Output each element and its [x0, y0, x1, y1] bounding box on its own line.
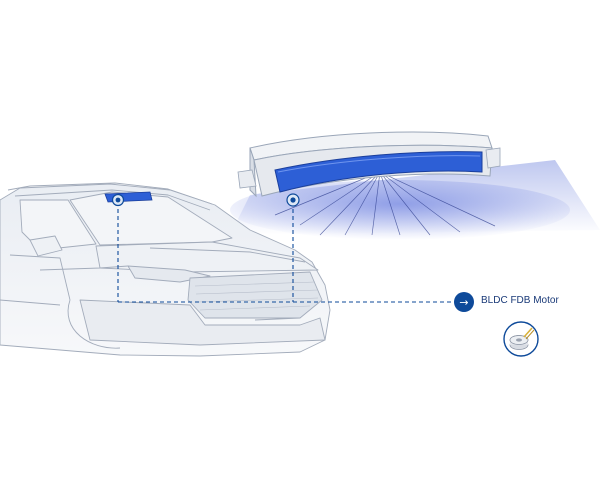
sensor-bracket-left	[237, 169, 257, 189]
sensor-bracket-right	[485, 147, 501, 169]
sensor-beam-glow	[230, 180, 570, 240]
callout-lines	[117, 202, 458, 303]
arrow-right-icon[interactable]: →	[454, 292, 474, 312]
car-grille	[187, 271, 323, 319]
location-marker-icon	[111, 193, 125, 207]
car-mirror	[29, 235, 63, 257]
car-wheel-arch	[67, 299, 121, 349]
car-side-window	[19, 199, 97, 251]
sensor-beam-rays	[274, 171, 496, 236]
sensor-module	[230, 131, 600, 240]
sensor-lens	[274, 151, 483, 193]
suv-vehicle	[0, 182, 331, 357]
bldc-motor-icon	[503, 321, 539, 357]
car-windshield	[69, 191, 233, 246]
callout-label-bldc-motor: BLDC FDB Motor	[481, 295, 559, 306]
location-marker-icon	[286, 193, 300, 207]
svg-text:→: →	[459, 296, 468, 309]
